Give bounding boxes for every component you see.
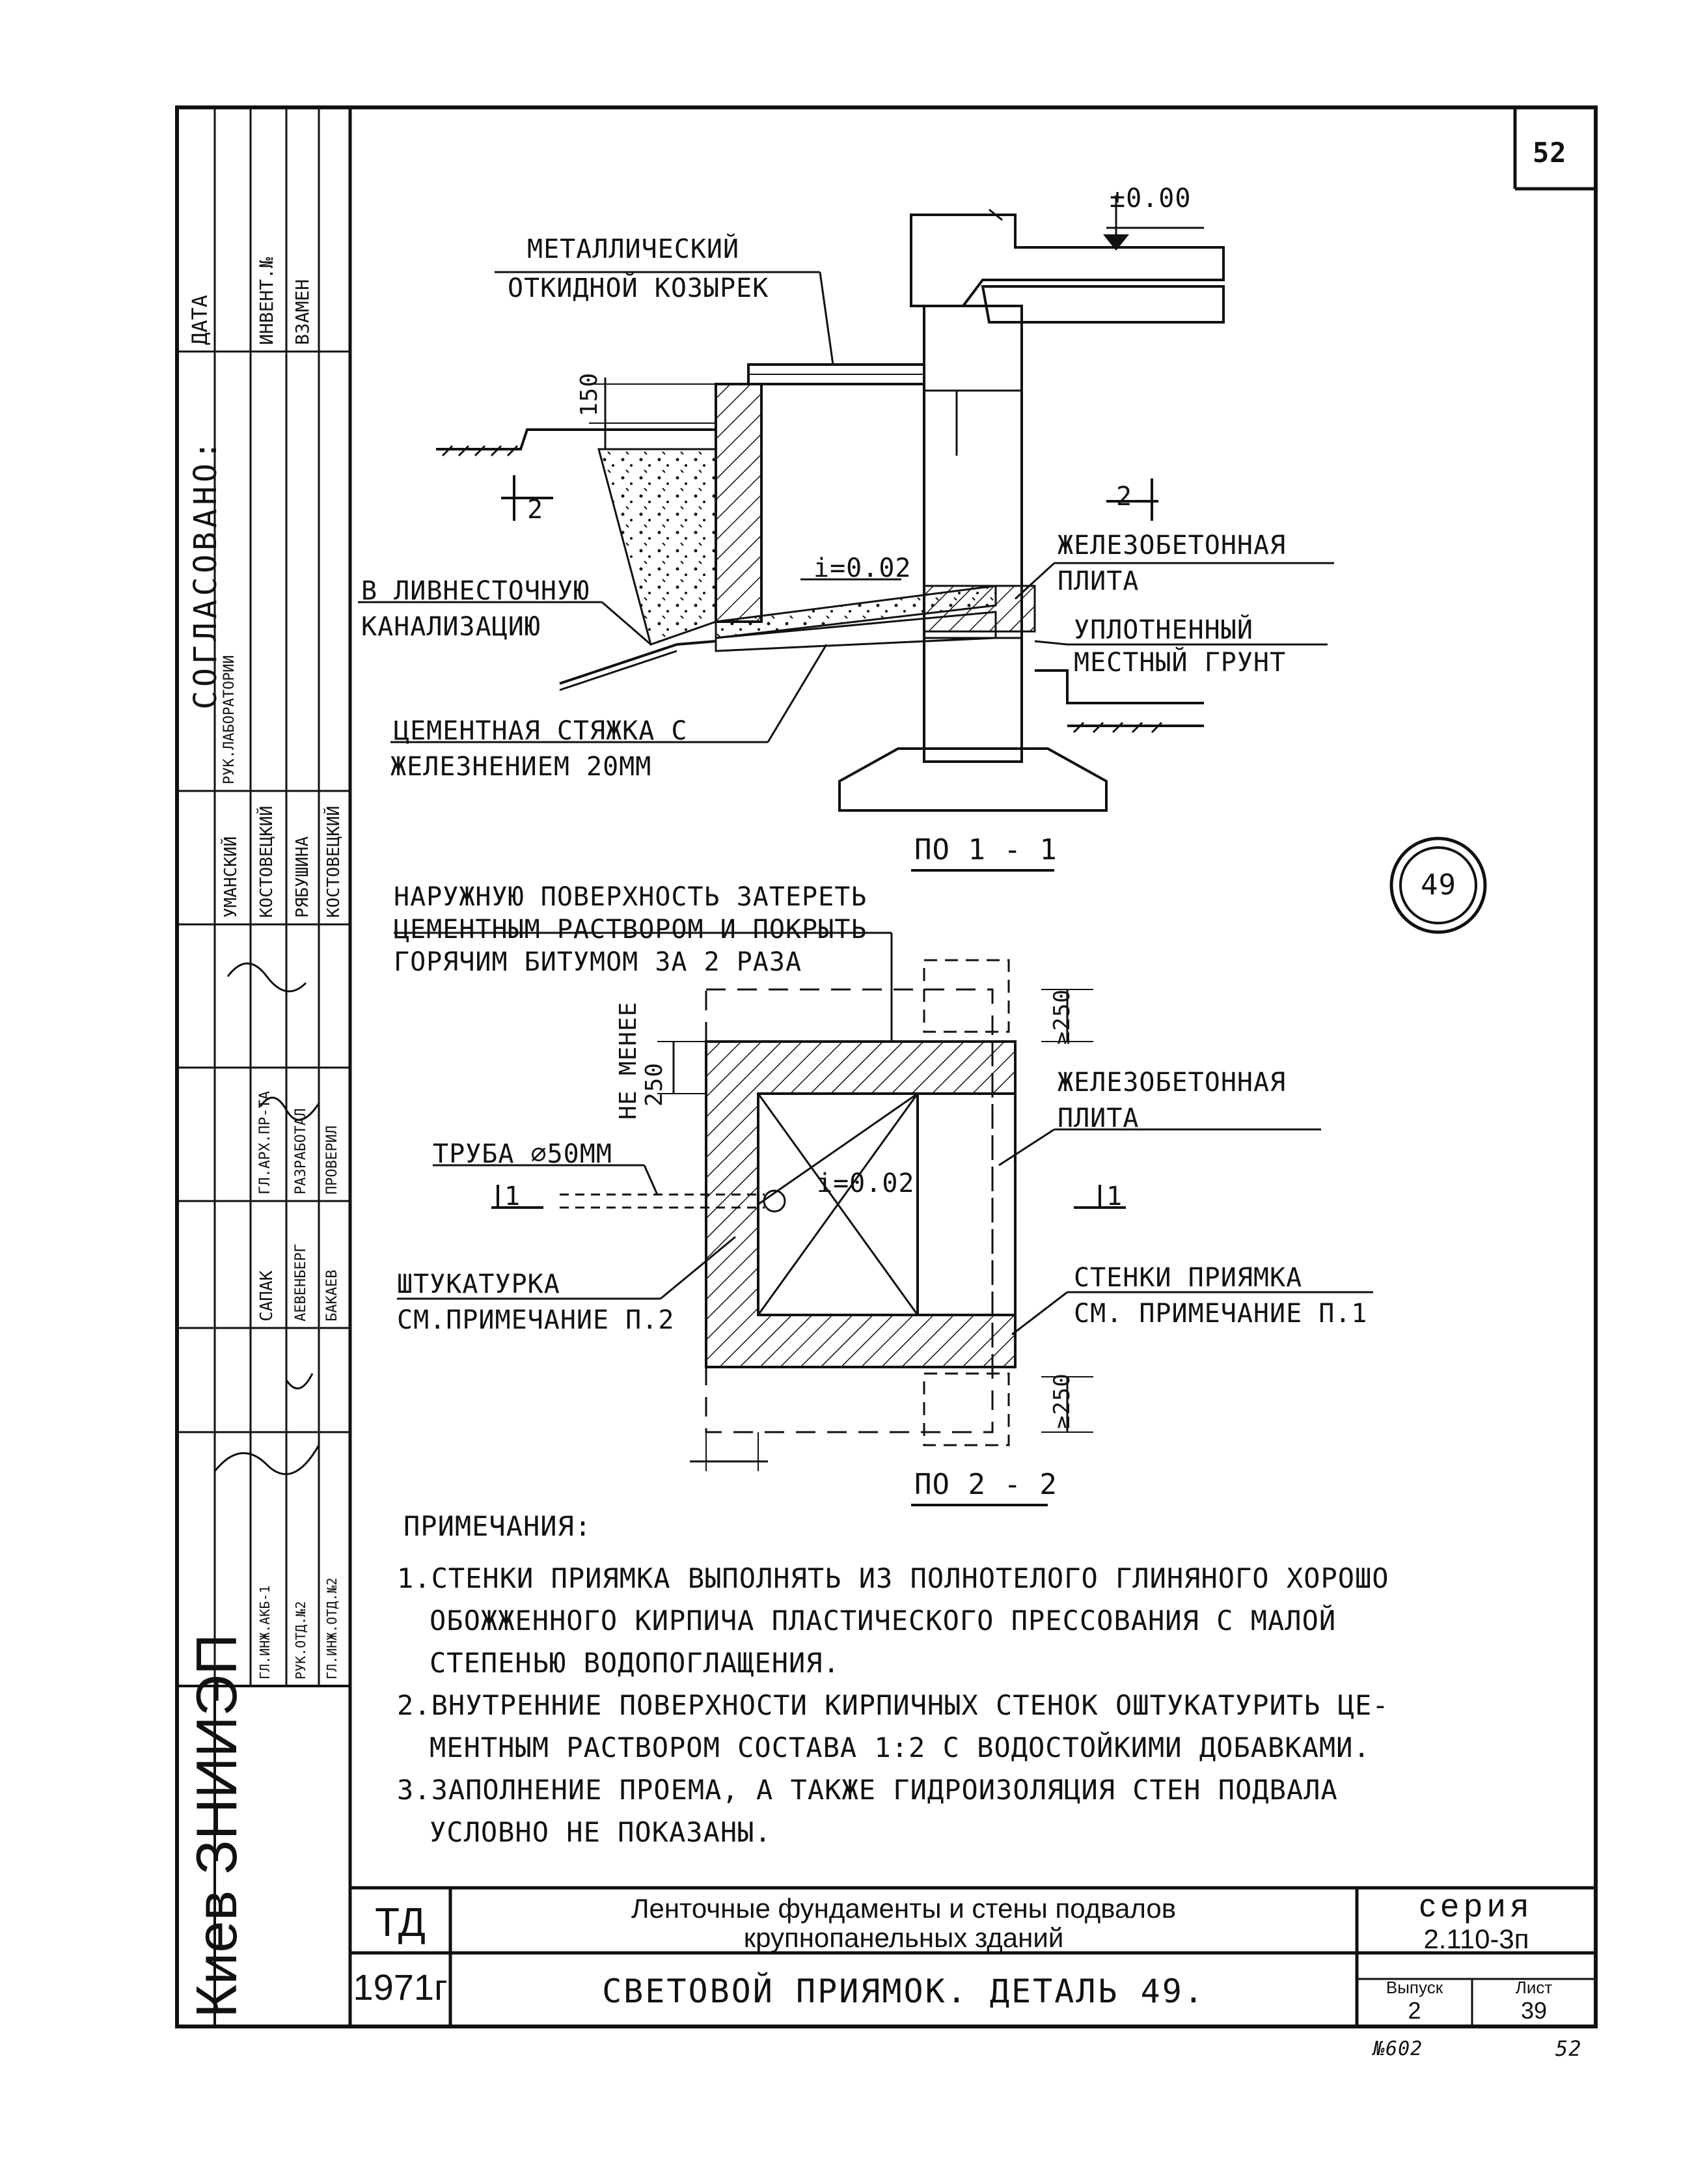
margin-name2: БАКАЕВ bbox=[324, 1269, 340, 1321]
label-plaster-2: СМ.ПРИМЕЧАНИЕ П.2 bbox=[397, 1305, 675, 1335]
label-slab-1: ЖЕЛЕЗОБЕТОННАЯ bbox=[1058, 531, 1287, 560]
section-2-2-title: ПО 2 - 2 bbox=[914, 1468, 1058, 1501]
note-line: ОБОЖЖЕННОГО КИРПИЧА ПЛАСТИЧЕСКОГО ПРЕССО… bbox=[430, 1605, 1337, 1637]
title-line-2: крупнопанельных зданий bbox=[743, 1922, 1064, 1953]
label-walls-2: СМ. ПРИМЕЧАНИЕ П.1 bbox=[1074, 1299, 1368, 1329]
issue-value: 2 bbox=[1408, 1997, 1421, 2024]
label-visor-1: МЕТАЛЛИЧЕСКИЙ bbox=[527, 234, 740, 264]
section-1-1-title: ПО 1 - 1 bbox=[914, 833, 1058, 866]
cut-mark-2-right: 2 bbox=[1116, 482, 1133, 512]
dim-bottom: ≥250 bbox=[1049, 1373, 1075, 1429]
margin-role: ПРОВЕРИЛ bbox=[324, 1126, 340, 1195]
label-drain-2: КАНАЛИЗАЦИЮ bbox=[361, 612, 541, 642]
label-pipe: ТРУБА ⌀50ММ bbox=[433, 1139, 612, 1169]
cut-mark-1-left: 1 bbox=[504, 1182, 521, 1211]
label-soil-2: МЕСТНЫЙ ГРУНТ bbox=[1074, 648, 1287, 678]
section-1-1-drawing bbox=[358, 195, 1334, 872]
note-line: 1.СТЕНКИ ПРИЯМКА ВЫПОЛНЯТЬ ИЗ ПОЛНОТЕЛОГ… bbox=[397, 1562, 1389, 1594]
footer-right: 52 bbox=[1555, 2036, 1582, 2061]
year: 1971г bbox=[353, 1967, 448, 2008]
issue-label: Выпуск bbox=[1386, 1978, 1443, 1997]
margin-role: РАЗРАБОТАЛ bbox=[293, 1108, 309, 1195]
label-drain-1: В ЛИВНЕСТОЧНУЮ bbox=[361, 576, 590, 606]
label-plan-slab-2: ПЛИТА bbox=[1058, 1103, 1140, 1133]
note-line: МЕНТНЫМ РАСТВОРОМ СОСТАВА 1:2 С ВОДОСТОЙ… bbox=[430, 1732, 1371, 1763]
title-line-1: Ленточные фундаменты и стены подвалов bbox=[631, 1893, 1177, 1924]
margin-role2: ГЛ.ИНЖ.АКБ-1 bbox=[257, 1585, 273, 1680]
margin-name: КОСТОВЕЦКИЙ bbox=[324, 805, 344, 918]
col-date: ДАТА bbox=[187, 294, 212, 345]
cut-mark-1-right: 1 bbox=[1106, 1182, 1123, 1211]
plan-2-2-drawing bbox=[394, 932, 1373, 1506]
series-label: серия bbox=[1419, 1887, 1534, 1924]
series-value: 2.110-3п bbox=[1423, 1924, 1529, 1954]
notes-heading: ПРИМЕЧАНИЯ: bbox=[403, 1510, 592, 1542]
margin-role2: РУК.ОТД.№2 bbox=[293, 1601, 308, 1679]
label-plan-slab-1: ЖЕЛЕЗОБЕТОННАЯ bbox=[1058, 1068, 1287, 1098]
sheet-title: СВЕТОВОЙ ПРИЯМОК. ДЕТАЛЬ 49. bbox=[602, 1972, 1205, 2010]
sheet-value: 39 bbox=[1520, 1997, 1548, 2024]
level-mark: ±0.00 bbox=[1110, 184, 1192, 214]
margin-name2: АЕВЕНБЕРГ bbox=[293, 1243, 309, 1321]
sheet-label: Лист bbox=[1515, 1978, 1553, 1997]
label-screed-1: ЦЕМЕНТНАЯ СТЯЖКА С bbox=[394, 716, 688, 746]
page-number: 52 bbox=[1533, 137, 1567, 169]
margin-name2: САПАК bbox=[257, 1270, 277, 1321]
note-line: 3.ЗАПОЛНЕНИЕ ПРОЕМА, А ТАКЖЕ ГИДРОИЗОЛЯЦ… bbox=[397, 1774, 1338, 1806]
margin-name: РЯБУШИНА bbox=[293, 836, 312, 918]
slope-plan: i=0.02 bbox=[817, 1168, 915, 1198]
role-lab: РУК.ЛАБОРАТОРИИ bbox=[221, 655, 238, 784]
dim-top: ≥250 bbox=[1049, 989, 1075, 1045]
note-line: УСЛОВНО НЕ ПОКАЗАНЫ. bbox=[430, 1816, 772, 1848]
label-surface-1: НАРУЖНУЮ ПОВЕРХНОСТЬ ЗАТЕРЕТЬ bbox=[394, 882, 867, 912]
col-replace: ВЗАМЕН bbox=[292, 279, 313, 345]
label-visor-2: ОТКИДНОЙ КОЗЫРЕК bbox=[508, 273, 769, 303]
city-stamp: Киев ЗНИИЭП bbox=[184, 1633, 249, 2018]
label-surface-2: ЦЕМЕНТНЫМ РАСТВОРОМ И ПОКРЫТЬ bbox=[394, 915, 867, 945]
margin-role: ГЛ.АРХ.ПР-ТА bbox=[257, 1091, 273, 1195]
label-slab-2: ПЛИТА bbox=[1058, 566, 1140, 596]
margin-name: УМАНСКИЙ bbox=[221, 836, 241, 918]
footer-left: №602 bbox=[1373, 2038, 1423, 2060]
slope-elevation: i=0.02 bbox=[813, 553, 912, 583]
label-walls-1: СТЕНКИ ПРИЯМКА bbox=[1074, 1263, 1303, 1293]
detail-mark: 49 bbox=[1421, 868, 1456, 902]
org-code: ТД bbox=[375, 1900, 426, 1945]
label-soil-1: УПЛОТНЕННЫЙ bbox=[1074, 615, 1253, 645]
agreed-label: СОГЛАСОВАНО: bbox=[187, 437, 224, 710]
label-plaster-1: ШТУКАТУРКА bbox=[397, 1269, 560, 1299]
margin-name: КОСТОВЕЦКИЙ bbox=[257, 805, 277, 918]
note-line: СТЕПЕНЬЮ ВОДОПОГЛАЩЕНИЯ. bbox=[430, 1647, 840, 1679]
label-min-1: НЕ МЕНЕЕ bbox=[615, 1001, 642, 1120]
note-line: 2.ВНУТРЕННИЕ ПОВЕРХНОСТИ КИРПИЧНЫХ СТЕНО… bbox=[397, 1689, 1389, 1721]
dim-150: 150 bbox=[576, 372, 603, 417]
col-inv: ИНВЕНТ.№ bbox=[256, 257, 277, 345]
label-screed-2: ЖЕЛЕЗНЕНИЕМ 20ММ bbox=[390, 752, 652, 782]
margin-role2: ГЛ.ИНЖ.ОТД.№2 bbox=[324, 1577, 340, 1679]
label-min-2: 250 bbox=[641, 1062, 668, 1107]
label-surface-3: ГОРЯЧИМ БИТУМОМ ЗА 2 РАЗА bbox=[394, 947, 802, 977]
cut-mark-2-left: 2 bbox=[527, 495, 544, 525]
